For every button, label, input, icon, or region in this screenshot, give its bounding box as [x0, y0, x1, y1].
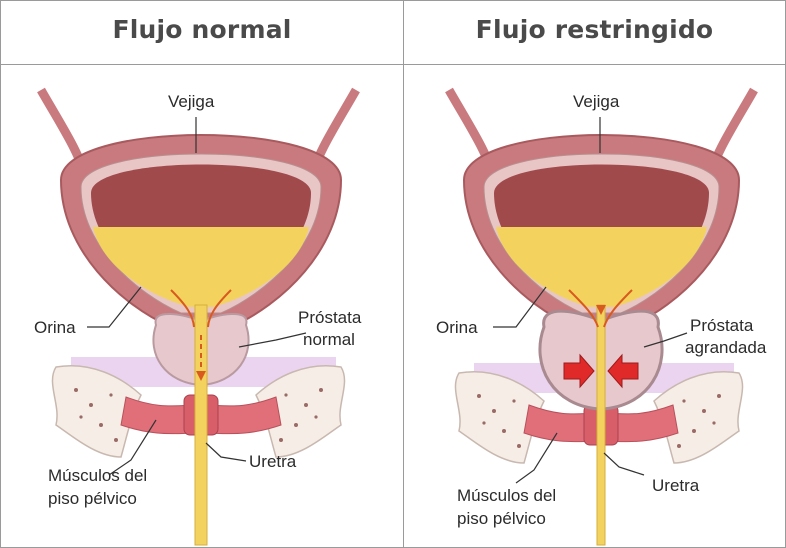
label-urethra: Uretra	[652, 475, 699, 497]
label-prostate-line1: Próstata	[690, 315, 753, 337]
label-prostate-line1: Próstata	[298, 307, 361, 329]
label-prostate-line2: agrandada	[685, 337, 766, 359]
label-muscles-line2: piso pélvico	[48, 488, 137, 510]
label-muscles-line1: Músculos del	[48, 465, 147, 487]
label-muscles-line2: piso pélvico	[457, 508, 546, 530]
label-urine: Orina	[34, 317, 76, 339]
urethra-tube	[597, 305, 605, 545]
label-prostate-line2: normal	[303, 329, 355, 351]
panel-normal-flow: Flujo normal	[1, 1, 403, 547]
label-urethra: Uretra	[249, 451, 296, 473]
label-urine: Orina	[436, 317, 478, 339]
urethra-tube	[195, 305, 207, 545]
label-bladder: Vejiga	[168, 91, 214, 113]
panel-title: Flujo restringido	[404, 15, 785, 44]
panel-restricted-flow: Flujo restringido	[404, 1, 785, 547]
panel-title: Flujo normal	[1, 15, 403, 44]
label-bladder: Vejiga	[573, 91, 619, 113]
restricted-anatomy-illustration	[404, 65, 785, 547]
label-muscles-line1: Músculos del	[457, 485, 556, 507]
